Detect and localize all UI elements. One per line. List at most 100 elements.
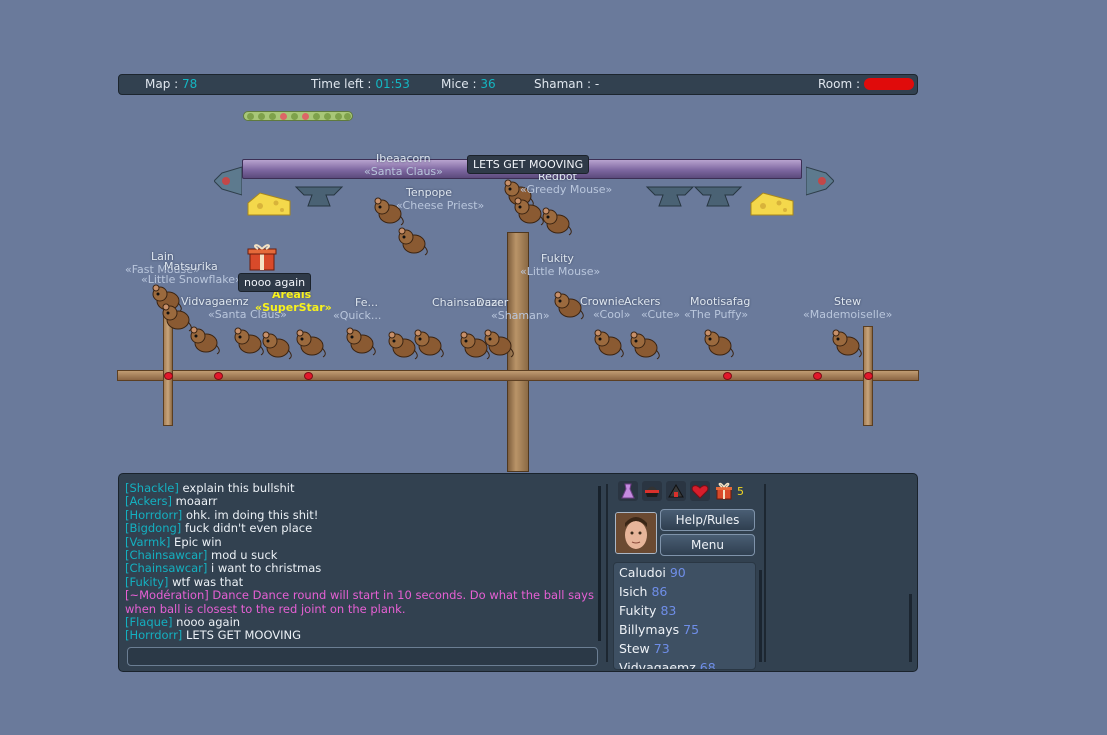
anvil-icon: [645, 186, 695, 207]
heart-icon[interactable]: [690, 481, 710, 501]
shaman-value: -: [594, 77, 600, 91]
mouse-icon: [594, 329, 624, 358]
chat-message: [Horrdorr] ohk. im doing this shit!: [125, 507, 595, 522]
chat-text: fuck didn't even place: [184, 521, 313, 536]
chat-nick[interactable]: [Bigdong]: [125, 521, 182, 536]
player-title: «Fast Mouse»: [125, 263, 200, 276]
chat-message: [Horrdorr] LETS GET MOOVING: [125, 629, 595, 642]
chat-scrollbar[interactable]: [598, 486, 601, 641]
cannon-left-icon: [214, 166, 242, 196]
player-name: Ibeaacorn: [376, 152, 431, 165]
chat-message: [Varmk] Epic win: [125, 534, 595, 549]
player-list-name: Isich: [619, 584, 648, 599]
mouse-icon: [190, 326, 220, 355]
player-list-score: 86: [651, 584, 668, 599]
player-name: Fukity: [541, 252, 574, 265]
gift-icon[interactable]: [714, 481, 734, 501]
player-title: «Greedy Mouse»: [520, 183, 613, 196]
shaman-hat-icon[interactable]: [642, 481, 662, 501]
chat-input[interactable]: [127, 647, 598, 666]
chat-text: i want to christmas: [211, 561, 322, 576]
player-list-score: 75: [683, 622, 700, 637]
red-joint: [214, 372, 223, 380]
player-list-scrollbar[interactable]: [759, 570, 762, 662]
avatar-face-icon: [616, 513, 656, 553]
gift-box-icon: [247, 244, 277, 271]
anvil-icon: [693, 186, 743, 207]
player-name: Ackers: [624, 295, 661, 308]
mouse-icon: [460, 331, 490, 360]
player-list-score: 73: [653, 641, 670, 656]
player-list-score: 90: [669, 565, 686, 580]
shaman-label: Shaman :: [534, 77, 592, 91]
player-name: Dazer: [476, 296, 509, 309]
chat-text: moaarr: [175, 494, 218, 509]
menu-button[interactable]: Menu: [660, 534, 755, 556]
chat-message: [Ackers] moaarr: [125, 495, 595, 508]
mouse-icon: [704, 329, 734, 358]
chat-nick[interactable]: [Fukity]: [125, 574, 169, 589]
divider: [606, 484, 608, 662]
player-title: «Santa Claus»: [208, 308, 287, 321]
player-list-score: 83: [660, 603, 677, 618]
player-title: «Shaman»: [491, 309, 550, 322]
chat-text: LETS GET MOOVING: [185, 628, 302, 643]
player-name: Mootisafag: [690, 295, 751, 308]
chat-message: [Chainsawcar] mod u suck: [125, 548, 595, 563]
player-list-name: Vidvagaemz: [619, 660, 696, 670]
mouse-icon: [414, 329, 444, 358]
chat-nick[interactable]: [Flaque]: [125, 615, 173, 630]
time-indicator: Time left : 01:53: [311, 75, 410, 94]
chat-nick[interactable]: [Shackle]: [125, 482, 179, 495]
mouse-icon: [162, 303, 192, 332]
red-joint: [864, 372, 873, 380]
chat-message: [Flaque] nooo again: [125, 615, 595, 630]
red-joint: [304, 372, 313, 380]
chat-nick[interactable]: [Horrdorr]: [125, 628, 183, 643]
map-label: Map :: [145, 77, 179, 91]
help-rules-button[interactable]: Help/Rules: [660, 509, 755, 531]
tribe-icon[interactable]: [666, 481, 686, 501]
mouse-icon: [234, 327, 264, 356]
player-name: Fe...: [355, 296, 378, 309]
chat-log[interactable]: [Shackle] explain this bullshit[Ackers] …: [125, 482, 595, 644]
chat-nick[interactable]: [Horrdorr]: [125, 507, 183, 522]
chat-nick[interactable]: [Ackers]: [125, 494, 173, 509]
main-plank: [117, 370, 919, 381]
mice-label: Mice :: [441, 77, 477, 91]
chat-text: wtf was that: [172, 574, 244, 589]
player-title: «Cool»: [593, 308, 631, 321]
mouse-icon: [514, 197, 544, 226]
player-name: Tenpope: [406, 186, 453, 199]
anvil-icon: [294, 186, 344, 207]
avatar[interactable]: [615, 512, 657, 554]
chat-text: ohk. im doing this shit!: [185, 507, 319, 522]
cheese-icon: [750, 192, 794, 216]
time-label: Time left :: [311, 77, 372, 91]
dance-progress-bar: [243, 111, 353, 121]
chat-message: [Shackle] explain this bullshit: [125, 482, 595, 495]
chat-nick[interactable]: [Chainsawcar]: [125, 561, 208, 576]
chat-message: [Chainsawcar] i want to christmas: [125, 562, 595, 575]
player-list-name: Stew: [619, 641, 650, 656]
chat-nick[interactable]: [~Modération]: [125, 588, 209, 603]
mouse-icon: [484, 329, 514, 358]
mice-value: 36: [480, 77, 496, 91]
red-joint: [164, 372, 173, 380]
player-name: Crownie: [580, 295, 625, 308]
status-bar: Map : 78 Time left : 01:53 Mice : 36 Sha…: [118, 74, 918, 95]
mouse-icon: [630, 331, 660, 360]
chat-nick[interactable]: [Chainsawcar]: [125, 548, 208, 563]
side-scrollbar[interactable]: [909, 594, 912, 662]
red-joint: [813, 372, 822, 380]
player-name: Chainsawcar: [432, 296, 503, 309]
chat-nick[interactable]: [Varmk]: [125, 534, 171, 549]
dress-icon[interactable]: [618, 481, 638, 501]
